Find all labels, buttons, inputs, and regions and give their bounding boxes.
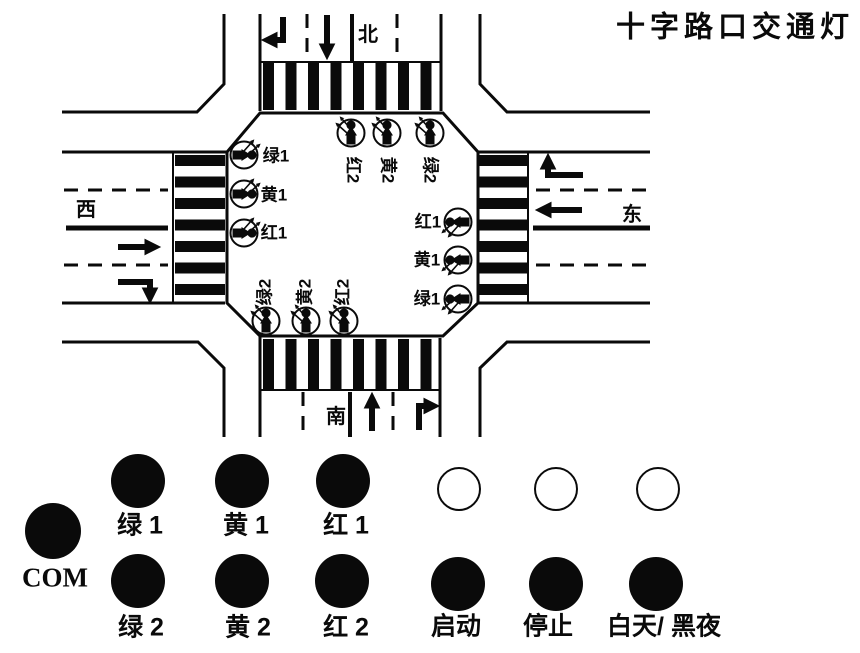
crosswalk-west xyxy=(175,155,225,295)
crosswalk-north xyxy=(263,63,432,110)
lamp-icon-north-green2 xyxy=(417,119,444,147)
signal-label-south-red2: 红2 xyxy=(333,278,353,306)
start-button[interactable] xyxy=(431,557,485,611)
lamp-icon-south-red2 xyxy=(331,307,358,335)
compass-east-label: 东 xyxy=(622,204,642,226)
intersection-octagon xyxy=(225,111,480,338)
lamp-icon-east-red1 xyxy=(444,209,472,236)
signal-label-south-green2: 绿2 xyxy=(255,278,275,306)
signal-label-east-red1: 红1 xyxy=(414,212,442,232)
indicator-lamp-3 xyxy=(636,467,680,511)
signal-label-east-yellow1: 黄1 xyxy=(413,250,441,270)
compass-west-label: 西 xyxy=(76,199,96,221)
terminal-yellow1[interactable] xyxy=(215,454,269,508)
terminal-label-yellow1: 黄 1 xyxy=(223,511,269,540)
day-night-button-label: 白天/ 黑夜 xyxy=(607,612,721,641)
lamp-icon-north-yellow2 xyxy=(374,119,401,147)
lane-arrows xyxy=(118,15,583,431)
road-outlines xyxy=(62,14,650,437)
stop-button-label: 停止 xyxy=(522,612,574,641)
indicator-lamp-2 xyxy=(534,467,578,511)
signal-label-west-red1: 红1 xyxy=(260,223,288,243)
lamp-icon-south-green2 xyxy=(253,307,280,335)
lamp-icon-west-green1 xyxy=(231,142,259,169)
terminal-label-green1: 绿 1 xyxy=(117,511,163,540)
signal-label-south-yellow2: 黄2 xyxy=(295,278,315,306)
lane-arrow-east-turn xyxy=(539,152,583,178)
com-terminal-label: COM xyxy=(22,562,88,593)
lane-arrow-south-turn xyxy=(416,397,441,430)
terminal-label-red2: 红 2 xyxy=(323,613,369,642)
terminal-panel xyxy=(25,454,683,611)
terminal-red1[interactable] xyxy=(316,454,370,508)
signal-label-west-green1: 绿1 xyxy=(262,146,290,166)
lane-arrow-north-turn xyxy=(260,17,286,49)
day-night-button[interactable] xyxy=(629,557,683,611)
road-south xyxy=(258,336,442,437)
terminal-label-yellow2: 黄 2 xyxy=(225,613,271,642)
terminal-label-green2: 绿 2 xyxy=(118,613,164,642)
lamp-icon-east-green1 xyxy=(444,286,472,313)
start-button-label: 启动 xyxy=(430,612,482,641)
page-title: 十字路口交通灯 xyxy=(615,11,855,44)
signal-label-north-yellow2: 黄2 xyxy=(378,156,398,184)
compass-north-label: 北 xyxy=(358,24,378,46)
signal-label-east-green1: 绿1 xyxy=(413,289,441,309)
crosswalk-south xyxy=(263,339,432,389)
crosswalk-east xyxy=(479,155,527,295)
signal-label-west-yellow1: 黄1 xyxy=(260,185,288,205)
lamp-icon-east-yellow1 xyxy=(444,247,472,274)
lamp-icon-west-red1 xyxy=(231,220,259,247)
terminal-green1[interactable] xyxy=(111,454,165,508)
curb-northeast xyxy=(478,14,650,114)
terminal-red2[interactable] xyxy=(315,554,369,608)
terminal-yellow2[interactable] xyxy=(215,554,269,608)
terminal-label-red1: 红 1 xyxy=(323,511,369,540)
lane-arrow-west-turn xyxy=(118,279,159,305)
curb-southwest xyxy=(62,340,226,437)
stop-button[interactable] xyxy=(529,557,583,611)
signal-label-north-red2: 红2 xyxy=(343,156,363,184)
compass-south-label: 南 xyxy=(326,406,346,428)
curb-southeast xyxy=(478,340,650,437)
signal-label-north-green2: 绿2 xyxy=(420,156,440,184)
lamp-icon-north-red2 xyxy=(338,119,365,147)
road-east xyxy=(478,150,650,305)
curb-northwest xyxy=(62,14,226,114)
terminal-green2[interactable] xyxy=(111,554,165,608)
road-north xyxy=(258,14,443,111)
indicator-lamp-1 xyxy=(437,467,481,511)
lamp-icon-west-yellow1 xyxy=(231,181,259,208)
road-west xyxy=(62,150,227,305)
lamp-icon-south-yellow2 xyxy=(293,307,320,335)
com-terminal[interactable] xyxy=(25,503,81,559)
